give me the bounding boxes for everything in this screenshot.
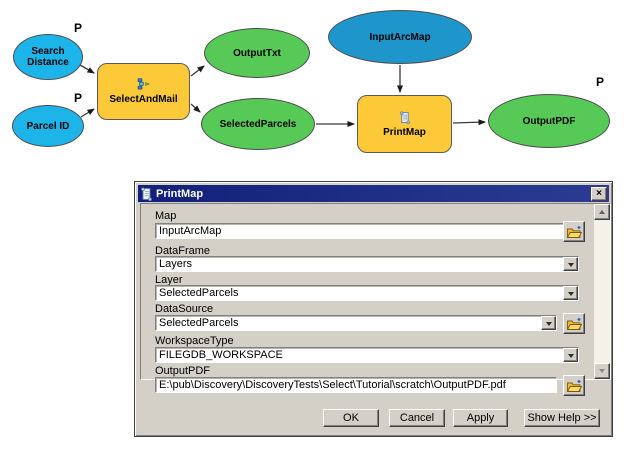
node-select-and-mail[interactable]: SelectAndMail	[97, 63, 190, 120]
node-output-pdf[interactable]: OutputPDF	[488, 94, 610, 148]
dataframe-combobox[interactable]: Layers	[155, 256, 579, 272]
node-label: SelectedParcels	[219, 118, 297, 130]
close-icon: ×	[596, 187, 602, 199]
script-tool-icon	[140, 186, 152, 201]
layer-value: SelectedParcels	[159, 287, 239, 299]
outputpdf-value: E:\pub\Discovery\DiscoveryTests\Select\T…	[159, 379, 506, 391]
node-label: Distance	[27, 57, 69, 68]
chevron-down-icon	[545, 321, 552, 329]
folder-plus-icon	[566, 317, 582, 330]
chevron-down-icon	[567, 353, 574, 361]
node-label: PrintMap	[383, 126, 426, 138]
outputpdf-input[interactable]: E:\pub\Discovery\DiscoveryTests\Select\T…	[155, 377, 557, 393]
layer-label: Layer	[155, 274, 183, 286]
dialog-titlebar[interactable]: PrintMap ×	[138, 185, 609, 202]
apply-button[interactable]: Apply	[453, 409, 508, 427]
node-print-map[interactable]: PrintMap	[357, 95, 452, 153]
node-label: OutputTxt	[233, 47, 281, 59]
dataframe-value: Layers	[159, 258, 193, 270]
chevron-down-icon	[567, 262, 574, 270]
layer-combobox[interactable]: SelectedParcels	[155, 285, 579, 301]
folder-plus-icon	[566, 379, 582, 392]
model-tool-icon	[137, 78, 151, 91]
node-label: Search	[31, 46, 65, 57]
map-label: Map	[155, 210, 177, 222]
map-value: InputArcMap	[159, 225, 222, 237]
dataframe-dropdown-button[interactable]	[563, 257, 578, 271]
layer-dropdown-button[interactable]	[563, 286, 578, 300]
node-selected-parcels[interactable]: SelectedParcels	[201, 98, 315, 150]
outputpdf-browse-button[interactable]	[563, 375, 585, 396]
modelbuilder-diagram: P P P Search Distance Parcel ID SelectAn…	[0, 0, 628, 180]
datasource-value: SelectedParcels	[159, 317, 239, 329]
chevron-up-icon	[599, 207, 605, 214]
panel-scrollbar[interactable]	[594, 204, 610, 379]
node-label: OutputPDF	[522, 115, 576, 127]
workspacetype-label: WorkspaceType	[155, 335, 234, 347]
parameter-badge: P	[596, 75, 605, 89]
cancel-button[interactable]: Cancel	[389, 409, 445, 427]
scroll-up-button[interactable]	[594, 204, 610, 220]
workspacetype-value: FILEGDB_WORKSPACE	[159, 349, 283, 361]
folder-plus-icon	[566, 225, 582, 238]
node-label: InputArcMap	[369, 31, 431, 43]
parameter-badge: P	[74, 91, 83, 105]
datasource-dropdown-button[interactable]	[541, 316, 556, 330]
dialog-title: PrintMap	[156, 187, 204, 200]
dataframe-label: DataFrame	[155, 245, 211, 257]
parameters-panel: Map InputArcMap DataFrame Layers Layer	[140, 203, 611, 396]
workspacetype-combobox[interactable]: FILEGDB_WORKSPACE	[155, 347, 579, 363]
chevron-down-icon	[599, 369, 605, 376]
datasource-browse-button[interactable]	[563, 313, 585, 334]
datasource-label: DataSource	[155, 303, 214, 315]
workspacetype-dropdown-button[interactable]	[563, 348, 578, 362]
connector-arrows	[79, 64, 486, 127]
node-label: SelectAndMail	[109, 94, 178, 105]
node-parcel-id[interactable]: Parcel ID	[12, 105, 84, 147]
datasource-combobox[interactable]: SelectedParcels	[155, 315, 557, 331]
node-label: Parcel ID	[26, 120, 70, 132]
parameter-badge: P	[74, 21, 83, 35]
chevron-down-icon	[567, 291, 574, 299]
script-tool-icon	[399, 110, 410, 124]
scroll-down-button[interactable]	[594, 363, 610, 379]
close-button[interactable]: ×	[591, 186, 607, 201]
outputpdf-label: OutputPDF	[155, 365, 211, 377]
ok-button[interactable]: OK	[323, 409, 379, 427]
show-help-button[interactable]: Show Help >>	[524, 409, 600, 427]
map-browse-button[interactable]	[563, 221, 585, 242]
node-search-distance[interactable]: Search Distance	[13, 34, 83, 80]
node-input-arc-map[interactable]: InputArcMap	[328, 10, 472, 64]
map-combobox[interactable]: InputArcMap	[155, 223, 579, 239]
node-output-txt[interactable]: OutputTxt	[204, 28, 310, 78]
printmap-dialog: PrintMap × Map InputArcMap DataFrame	[134, 181, 613, 437]
